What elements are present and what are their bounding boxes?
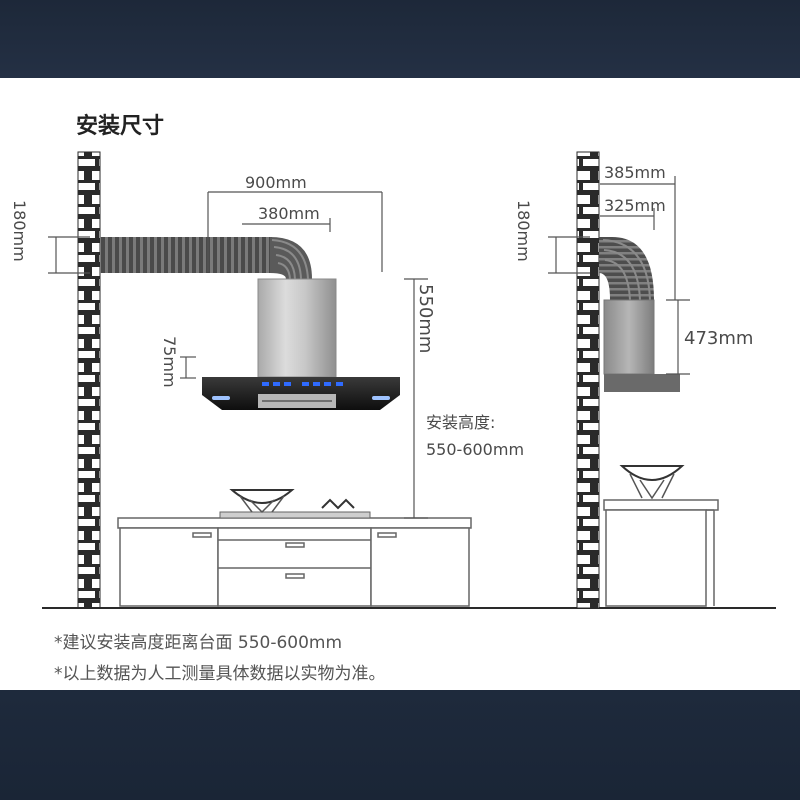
section-title: 安装尺寸 [76, 114, 165, 139]
note-measurement-disclaimer: *以上数据为人工测量具体数据以实物为准。 [54, 664, 386, 684]
note-install-height: *建议安装高度距离台面 550-600mm [54, 633, 343, 653]
left-brick-wall [77, 151, 101, 609]
label-900mm: 900mm [245, 173, 307, 192]
label-550mm: 550mm [415, 284, 436, 353]
right-kitchen-cabinet [603, 499, 719, 607]
label-180mm-right: 180mm [514, 200, 533, 262]
label-385mm: 385mm [604, 163, 666, 182]
label-75mm: 75mm [160, 336, 179, 388]
left-dimension-lines [48, 191, 428, 519]
side-hood-body [603, 299, 680, 392]
right-dimension-lines [548, 176, 690, 375]
label-install-height: 安装高度: [426, 413, 495, 432]
bottom-dark-band [0, 690, 800, 800]
label-473mm: 473mm [684, 328, 753, 349]
range-hood [202, 377, 400, 410]
left-kitchen-cabinet [117, 517, 472, 607]
label-325mm: 325mm [604, 196, 666, 215]
label-180mm-left: 180mm [10, 200, 29, 262]
right-brick-wall [576, 151, 600, 609]
left-stove-and-wok [219, 489, 371, 519]
left-exhaust-duct [100, 237, 312, 280]
right-exhaust-duct [599, 237, 654, 301]
label-install-height-value: 550-600mm [426, 440, 524, 459]
right-stove-and-wok [619, 465, 685, 500]
hood-chimney [257, 278, 337, 378]
hood-control-lights [262, 382, 343, 386]
top-dark-band [0, 0, 800, 78]
label-380mm: 380mm [258, 204, 320, 223]
